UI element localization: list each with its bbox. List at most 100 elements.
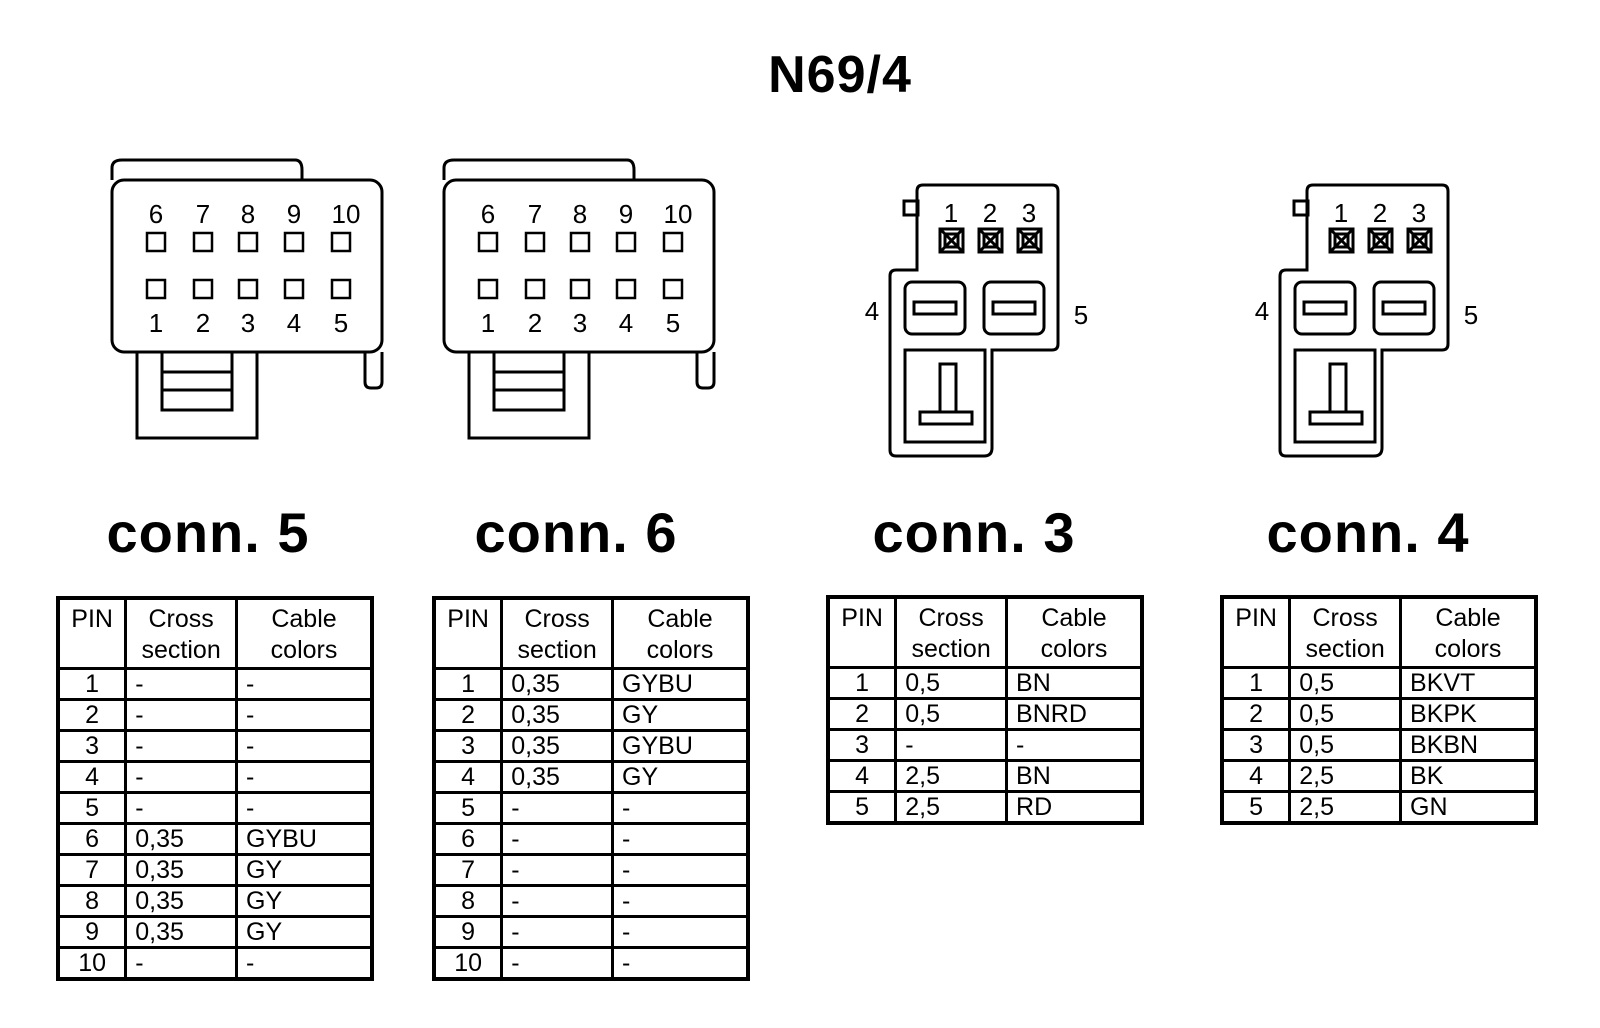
header-line: colors [1434,635,1502,663]
cable-color-cell: - [235,698,374,732]
connector-4-drawing [1278,183,1450,458]
conn3-pin-label: 2 [983,198,997,228]
pin-number-cell: 2 [1220,697,1292,731]
pin-number-cell: 5 [826,790,898,825]
cross-section-cell: - [500,915,615,949]
table-row: 3-- [826,728,1144,762]
conn6-pin-label: 10 [664,199,693,229]
header-line: colors [1040,635,1108,663]
cross-section-cell: 0,35 [124,915,239,949]
connector-3-label: conn. 3 [872,501,1076,564]
cable-color-cell: GYBU [611,729,750,763]
table-row: 10-- [56,946,374,981]
conn4-pin-label: 2 [1373,198,1387,228]
cable-color-cell: GY [611,760,750,794]
cross-section-cell: - [500,946,615,981]
pin-number-cell: 4 [826,759,898,793]
conn5-pin-label: 3 [241,308,255,338]
table-row: 1-- [56,667,374,701]
table-row: 10-- [432,946,750,981]
header-line: Cable [271,605,337,633]
pin-number-cell: 9 [432,915,504,949]
cable-color-cell: - [235,667,374,701]
cable-color-cell: - [611,946,750,981]
conn6-pin-label: 1 [481,308,495,338]
cable-color-cell: - [235,791,374,825]
cross-section-cell: 0,5 [894,666,1009,700]
cross-section-cell: 0,35 [124,853,239,887]
header-line: Cross [918,604,984,632]
conn5-pin-label: 9 [287,199,301,229]
conn6-pin-label: 9 [619,199,633,229]
pin-number-cell: 2 [826,697,898,731]
cable-colors-header: Cable colors [1005,595,1144,669]
conn3-pin-label: 3 [1022,198,1036,228]
conn5-pin-label: 8 [241,199,255,229]
cross-section-cell: 0,35 [500,729,615,763]
table-row: 7-- [432,853,750,887]
conn5-pin-label: 4 [287,308,301,338]
header-line: Cable [1041,604,1107,632]
header-line: Cable [647,605,713,633]
conn6-pin-label: 7 [528,199,542,229]
conn6-pin-label: 5 [666,308,680,338]
cable-color-cell: BKPK [1399,697,1538,731]
pin-number-cell: 1 [826,666,898,700]
pin-header: PIN [1220,595,1292,669]
header-line: section [911,635,991,663]
pin-number-cell: 3 [1220,728,1292,762]
cross-section-cell: 0,35 [500,667,615,701]
header-line: section [1305,635,1385,663]
cross-section-cell: - [124,791,239,825]
pin-number-cell: 5 [56,791,128,825]
connector-5-label: conn. 5 [106,501,310,564]
cross-section-cell: - [500,853,615,887]
pin-number-cell: 10 [432,946,504,981]
header-line: Cross [524,605,590,633]
conn6-pin-label: 4 [619,308,633,338]
cable-color-cell: BNRD [1005,697,1144,731]
pin-number-cell: 1 [56,667,128,701]
cable-color-cell: BN [1005,666,1144,700]
header-line: Cross [148,605,214,633]
cross-section-cell: 0,35 [124,884,239,918]
table-row: 3-- [56,729,374,763]
cable-color-cell: GN [1399,790,1538,825]
pin-header: PIN [432,596,504,670]
pin-header: PIN [56,596,128,670]
connector-5-drawing [110,158,384,440]
cable-color-cell: - [1005,728,1144,762]
connector-6-drawing [442,158,716,440]
diagram-title: N69/4 [768,46,912,104]
cable-color-cell: GY [235,915,374,949]
cross-section-cell: - [500,884,615,918]
pin-number-cell: 5 [1220,790,1292,825]
table-row: 4-- [56,760,374,794]
pin-number-cell: 7 [432,853,504,887]
cable-color-cell: GYBU [611,667,750,701]
cable-color-cell: - [235,729,374,763]
conn5-pin-label: 2 [196,308,210,338]
pin-number-cell: 5 [432,791,504,825]
cross-section-cell: 2,5 [1288,759,1403,793]
conn3-pin-label: 5 [1074,300,1088,330]
conn5-pin-label: 10 [332,199,361,229]
cross-section-header: Cross section [894,595,1009,669]
